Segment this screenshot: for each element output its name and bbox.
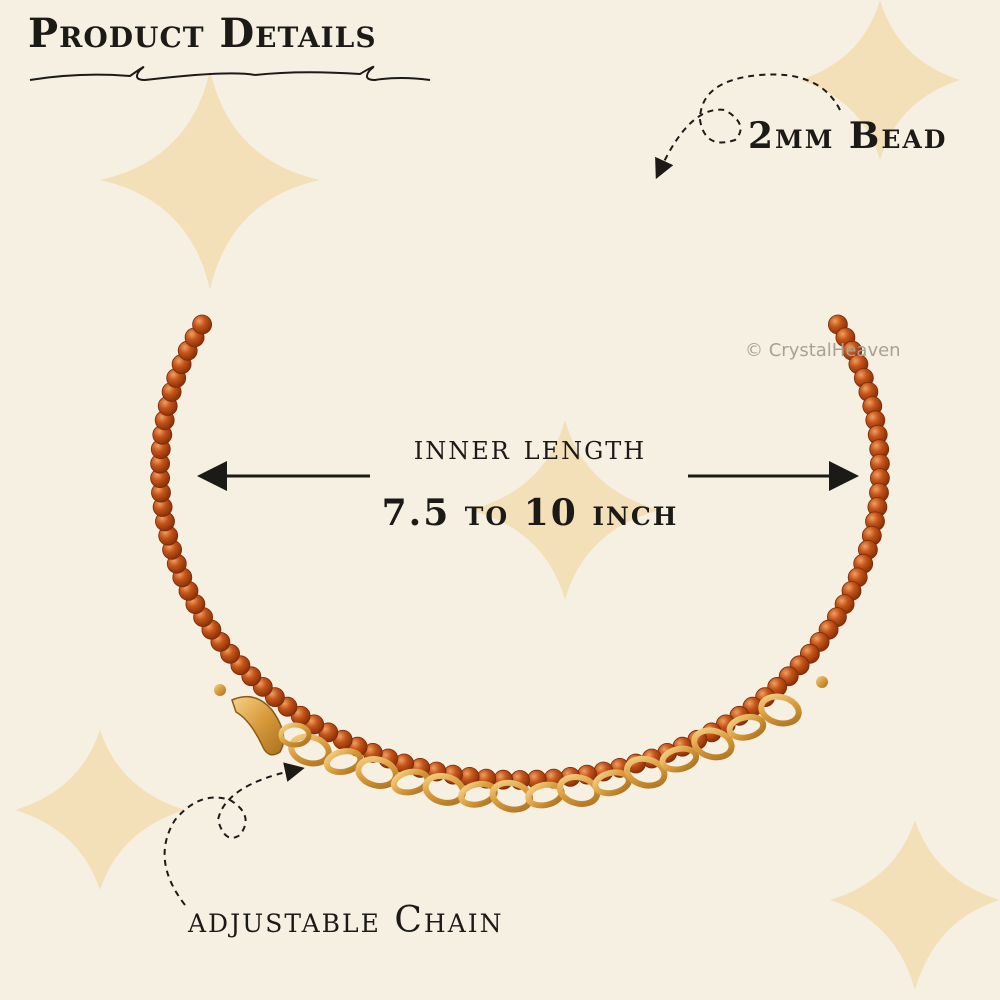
flourish-divider-icon [29, 65, 431, 82]
sparkle-icon [830, 820, 1000, 990]
chain-link [556, 774, 601, 807]
sparkle-icon [800, 0, 960, 160]
sparkle-icon [15, 730, 185, 890]
chain-link [623, 755, 668, 789]
page-title: Product Details [28, 10, 377, 57]
adjustable-chain [288, 693, 802, 813]
sparkle-icon [470, 420, 660, 600]
adjustable-chain-label: adjustable Chain [188, 900, 504, 941]
chain-link [758, 693, 802, 727]
inner-length-label: inner length [413, 428, 647, 468]
bead-size-label: 2mm Bead [748, 115, 948, 157]
sparkle-group [15, 0, 1000, 990]
sparkle-icon [100, 70, 320, 290]
bead [192, 314, 213, 335]
chain-link [726, 713, 767, 741]
chain-link [691, 727, 735, 761]
chain-link [323, 748, 364, 776]
curved-dashed-arrow-icon [163, 762, 305, 906]
watermark: © CrystalHeaven [745, 340, 901, 361]
lobster-clasp [214, 676, 828, 756]
inner-length-range: 7.5 to 10 inch [381, 492, 679, 534]
curved-dashed-arrow-icon [655, 73, 841, 180]
chain-link [659, 745, 700, 773]
